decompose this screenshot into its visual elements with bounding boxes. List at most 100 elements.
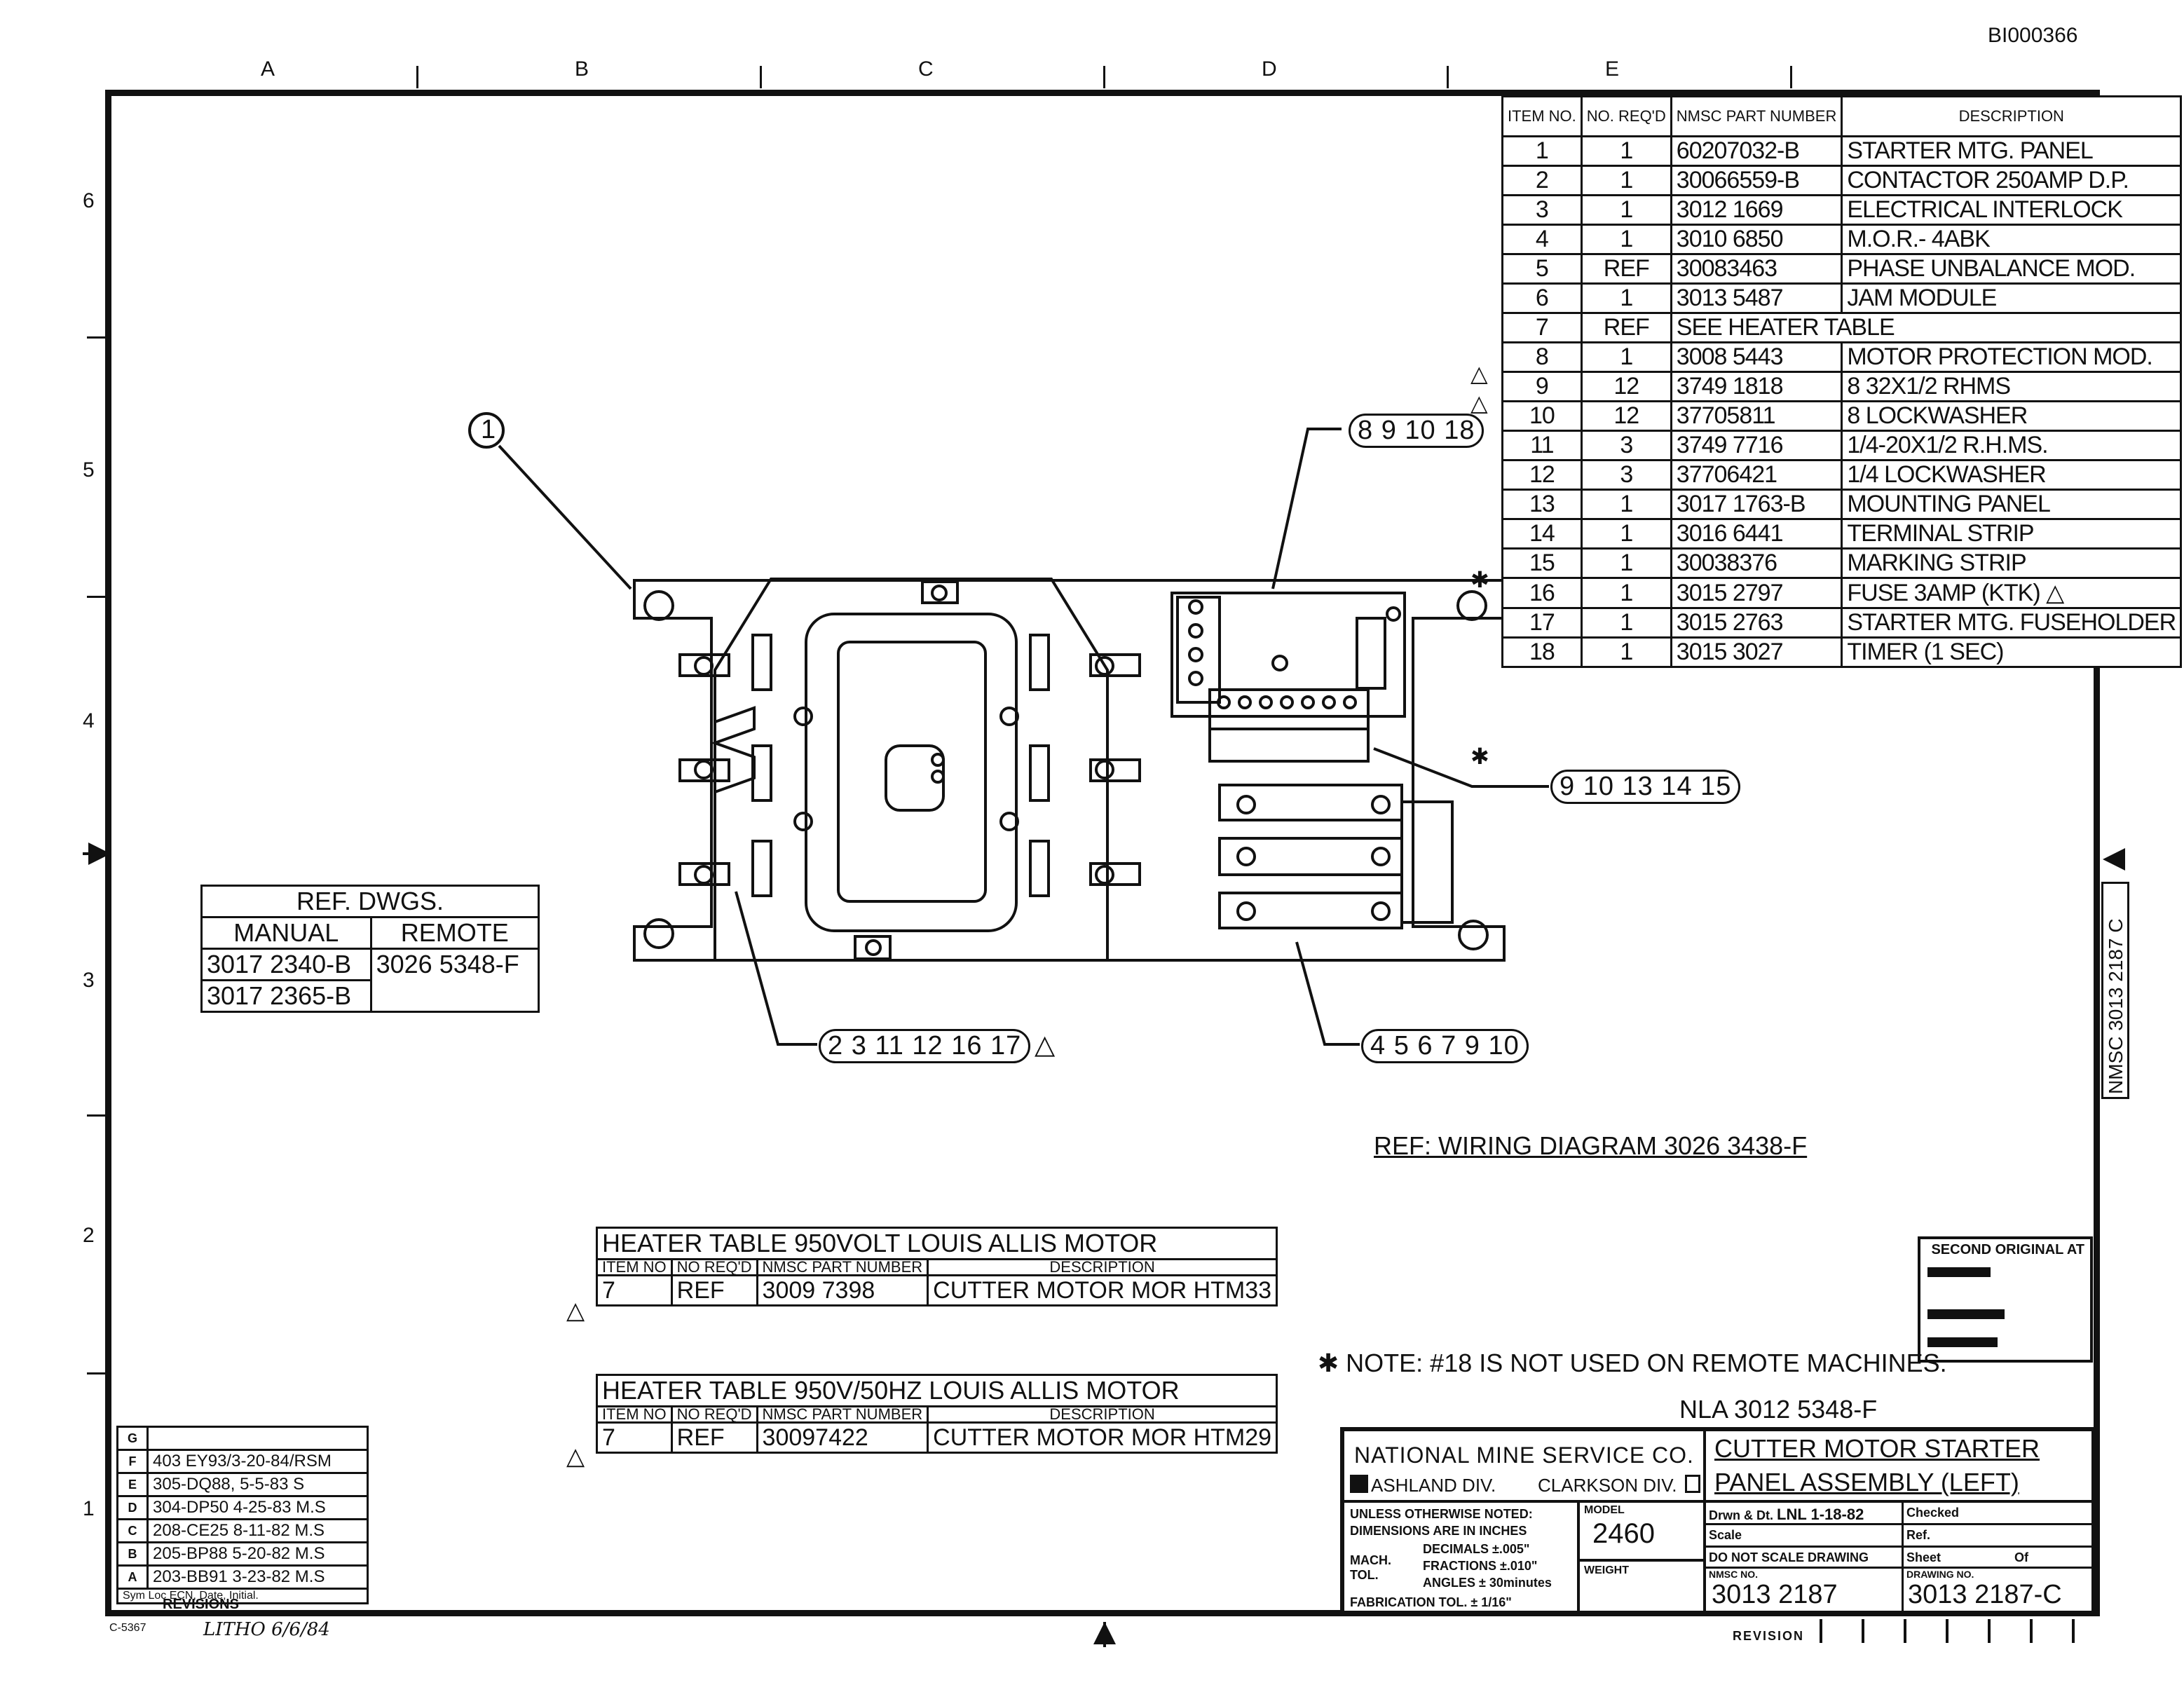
- zone-row-3: 3: [83, 969, 95, 992]
- mach-tol-label: MACH. TOL.: [1350, 1553, 1391, 1582]
- heater-1-desc: CUTTER MOTOR MOR HTM33: [927, 1274, 1278, 1307]
- revision-symbol: D: [116, 1495, 149, 1520]
- parts-cell-description: ELECTRICAL INTERLOCK: [1841, 194, 2183, 226]
- revision-symbol: C: [116, 1518, 149, 1543]
- parts-cell-no-reqd: 1: [1580, 577, 1672, 609]
- heater-1-item: 7: [596, 1274, 673, 1307]
- parts-row-flag: ✱: [1470, 567, 1489, 592]
- parts-cell-item-no: 12: [1501, 459, 1583, 491]
- zone-letter-b: B: [575, 57, 589, 81]
- parts-row-flag: [1470, 625, 1499, 655]
- zone-tick: [87, 1114, 105, 1117]
- drawn-value: LNL 1-18-82: [1777, 1506, 1864, 1523]
- ref-dwgs-table: REF. DWGS. MANUAL REMOTE 3017 2340-B 302…: [200, 885, 540, 1013]
- revision-symbol: F: [116, 1449, 149, 1474]
- ref-dwgs-manual-2: 3017 2365-B: [200, 979, 372, 1013]
- revision-entry: 203-BB91 3-23-82 M.S: [146, 1564, 369, 1590]
- fractions-tolerance: FRACTIONS ±.010": [1423, 1559, 1538, 1573]
- side-tab-drawing-number: NMSC 3013 2187 C: [2105, 918, 2127, 1094]
- scale-field: Scale: [1706, 1525, 1904, 1548]
- parts-cell-no-reqd: 3: [1580, 430, 1672, 461]
- form-number: C-5367: [109, 1622, 146, 1634]
- revision-symbol: G: [116, 1426, 149, 1451]
- ashland-checkbox: [1350, 1475, 1368, 1493]
- parts-cell-description: 8 LOCKWASHER: [1841, 400, 2183, 432]
- parts-cell-item-no: 10: [1501, 400, 1583, 432]
- parts-cell-part-number: 3015 3027: [1670, 636, 1843, 668]
- checked-field: Checked: [1904, 1503, 2091, 1525]
- litho-stamp: LITHO 6/6/84: [203, 1619, 330, 1640]
- header-no-reqd: NO. REQ'D: [1580, 95, 1672, 137]
- heater-1-header-item: ITEM NO: [596, 1258, 673, 1276]
- model-cell: MODEL 2460 WEIGHT: [1580, 1503, 1706, 1615]
- zone-tick: [416, 66, 418, 88]
- redaction-bar: [1927, 1267, 1991, 1277]
- parts-row-flag: [1470, 272, 1499, 301]
- parts-cell-no-reqd: 1: [1580, 194, 1672, 226]
- parts-cell-part-number: 30038376: [1670, 547, 1843, 579]
- parts-cell-item-no: 16: [1501, 577, 1583, 609]
- parts-cell-description: TERMINAL STRIP: [1841, 518, 2183, 550]
- model-label: MODEL: [1584, 1504, 1625, 1516]
- parts-cell-no-reqd: 1: [1580, 607, 1672, 639]
- revision-strip-label: REVISION: [1733, 1629, 1805, 1643]
- zone-letter-e: E: [1605, 57, 1620, 81]
- ref-dwgs-title: REF. DWGS.: [200, 885, 540, 918]
- drawing-number-field: DRAWING NO. 3013 2187-C: [1904, 1569, 2091, 1615]
- clarkson-division: CLARKSON DIV.: [1538, 1475, 1677, 1496]
- do-not-scale-field: DO NOT SCALE DRAWING: [1706, 1548, 1904, 1569]
- parts-row-flag: ✱: [1470, 744, 1489, 769]
- heater-2-item: 7: [596, 1421, 673, 1454]
- heater-2-desc: CUTTER MOTOR MOR HTM29: [927, 1421, 1278, 1454]
- parts-cell-item-no: 9: [1501, 371, 1583, 402]
- parts-cell-no-reqd: 1: [1580, 547, 1672, 579]
- zone-tick: [87, 336, 105, 339]
- parts-cell-item-no: 11: [1501, 430, 1583, 461]
- parts-cell-part-number: 3012 1669: [1670, 194, 1843, 226]
- clarkson-checkbox: [1685, 1475, 1700, 1493]
- callout-items-4-5-6-7-9-10: 4 5 6 7 9 10: [1361, 1029, 1529, 1063]
- callout-items-2-3-11-12-16-17: 2 3 11 12 16 17: [819, 1029, 1031, 1063]
- parts-cell-no-reqd: 1: [1580, 282, 1672, 314]
- model-divider: [1580, 1559, 1703, 1562]
- zone-row-6: 6: [83, 189, 95, 212]
- parts-cell-no-reqd: 1: [1580, 636, 1672, 668]
- tolerance-note-2: DIMENSIONS ARE IN INCHES: [1350, 1524, 1527, 1538]
- revision-entry: 208-CE25 8-11-82 M.S: [146, 1518, 369, 1543]
- zone-letter-d: D: [1262, 57, 1277, 81]
- zone-row-4: 4: [83, 709, 95, 732]
- revision-row: G: [116, 1426, 369, 1451]
- heater-table-1-title: HEATER TABLE 950VOLT LOUIS ALLIS MOTOR: [595, 1227, 1278, 1260]
- second-original-label: SECOND ORIGINAL AT: [1931, 1242, 2084, 1257]
- drawing-title-cell: CUTTER MOTOR STARTER PANEL ASSEMBLY (LEF…: [1706, 1431, 2091, 1503]
- parts-cell-item-no: 8: [1501, 341, 1583, 373]
- parts-cell-item-no: 15: [1501, 547, 1583, 579]
- revisions-label: REVISIONS: [163, 1597, 239, 1612]
- parts-cell-description: CONTACTOR 250AMP D.P.: [1841, 165, 2183, 196]
- zone-tick: [760, 66, 762, 88]
- nmsc-number: 3013 2187: [1712, 1580, 1838, 1609]
- parts-cell-no-reqd: 3: [1580, 459, 1672, 491]
- angles-tolerance: ANGLES ± 30minutes: [1423, 1576, 1552, 1590]
- parts-cell-description: TIMER (1 SEC): [1841, 636, 2183, 668]
- revision-symbol: B: [116, 1541, 149, 1567]
- parts-cell-part-number: SEE HEATER TABLE: [1670, 312, 2183, 343]
- parts-row-flag: [1470, 507, 1499, 537]
- center-arrow-right-icon: [2103, 848, 2125, 871]
- heater-1-header-desc: DESCRIPTION: [927, 1258, 1278, 1276]
- parts-cell-description: 8 32X1/2 RHMS: [1841, 371, 2183, 402]
- header-item-no: ITEM NO.: [1501, 95, 1583, 137]
- redaction-bar: [1927, 1309, 2005, 1319]
- parts-cell-no-reqd: 1: [1580, 341, 1672, 373]
- parts-cell-no-reqd: 1: [1580, 518, 1672, 550]
- decimals-tolerance: DECIMALS ±.005": [1423, 1542, 1530, 1556]
- parts-cell-no-reqd: 1: [1580, 165, 1672, 196]
